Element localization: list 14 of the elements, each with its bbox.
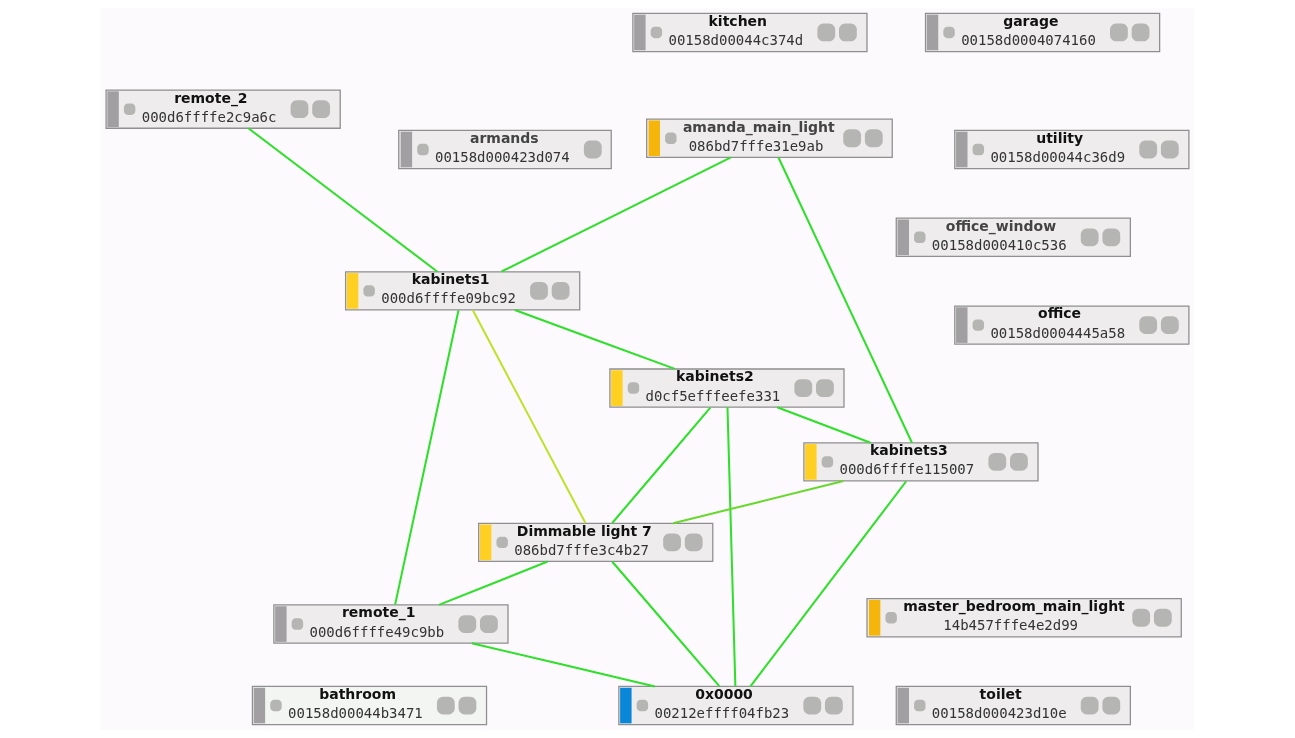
connector <box>672 480 844 525</box>
connector <box>471 642 656 688</box>
connector <box>471 309 587 524</box>
connector <box>501 156 732 273</box>
connector <box>776 406 871 444</box>
connector <box>247 127 439 273</box>
connector <box>611 406 712 524</box>
connector <box>749 480 908 688</box>
connector <box>438 560 549 606</box>
connector <box>394 310 460 605</box>
connector <box>611 561 721 687</box>
connector <box>514 309 676 370</box>
connector <box>726 407 737 687</box>
connector <box>777 157 913 444</box>
